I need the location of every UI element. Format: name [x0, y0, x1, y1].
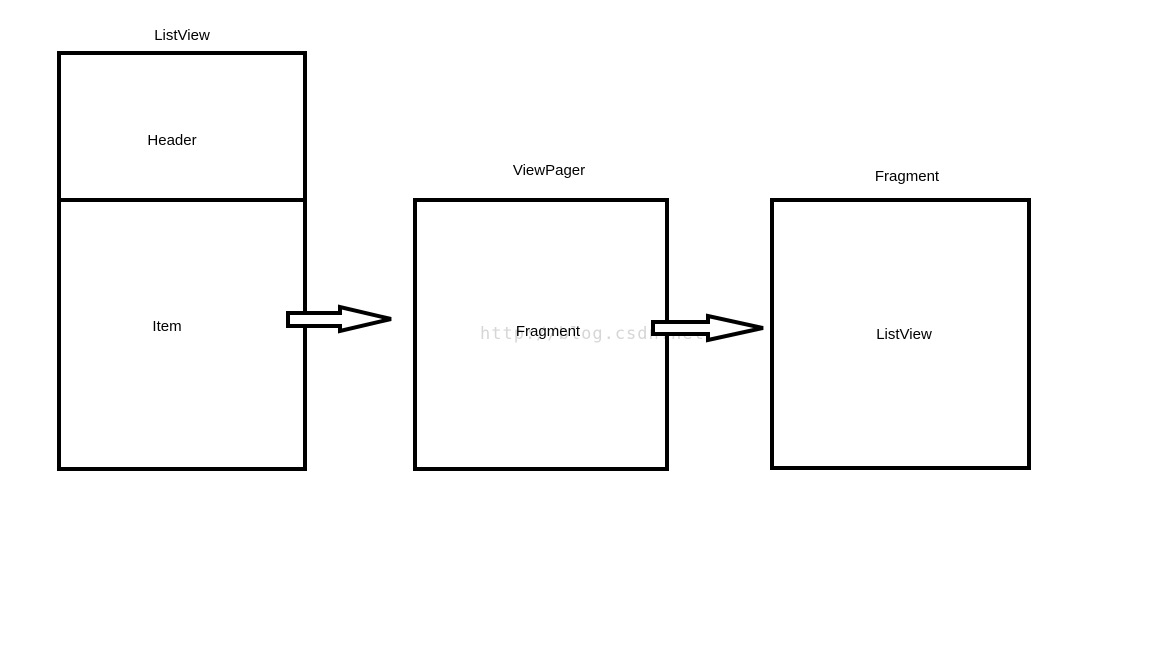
arrow-right-icon	[651, 313, 764, 343]
listview-title: ListView	[154, 27, 210, 44]
fragment-listview-label: ListView	[876, 326, 932, 343]
fragment-title: Fragment	[874, 168, 940, 185]
viewpager-title: ViewPager	[512, 162, 586, 179]
fragment-box	[770, 198, 1031, 470]
header-label: Header	[147, 132, 197, 149]
viewpager-fragment-label: Fragment	[515, 323, 581, 340]
arrow-right-icon	[286, 304, 392, 334]
item-label: Item	[152, 318, 182, 335]
listview-item-box	[57, 198, 307, 471]
